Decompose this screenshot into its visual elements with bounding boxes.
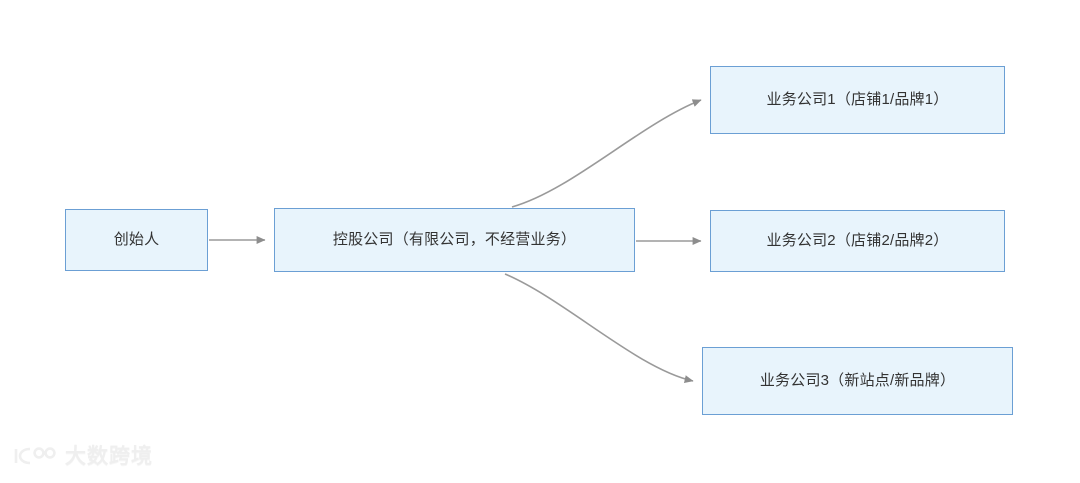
node-business-company-2[interactable]: 业务公司2（店铺2/品牌2）: [710, 210, 1005, 272]
node-founder-label: 创始人: [113, 231, 160, 248]
node-founder[interactable]: 创始人: [65, 209, 208, 271]
node-holding-company-label: 控股公司（有限公司，不经营业务）: [332, 231, 577, 248]
watermark-text: 大数跨境: [65, 444, 153, 468]
watermark: 大数跨境: [12, 443, 153, 469]
edge-holding-to-biz1: [511, 99, 702, 208]
node-holding-company[interactable]: 控股公司（有限公司，不经营业务）: [274, 208, 635, 272]
node-business-company-1[interactable]: 业务公司1（店铺1/品牌1）: [710, 66, 1005, 134]
logo-mark-icon: [14, 447, 56, 465]
edge-holding-to-biz3: [504, 273, 694, 384]
node-business-company-1-label: 业务公司1（店铺1/品牌1）: [766, 91, 949, 108]
node-business-company-2-label: 业务公司2（店铺2/品牌2）: [766, 232, 949, 249]
node-business-company-3[interactable]: 业务公司3（新站点/新品牌）: [702, 347, 1013, 415]
node-business-company-3-label: 业务公司3（新站点/新品牌）: [759, 372, 956, 389]
